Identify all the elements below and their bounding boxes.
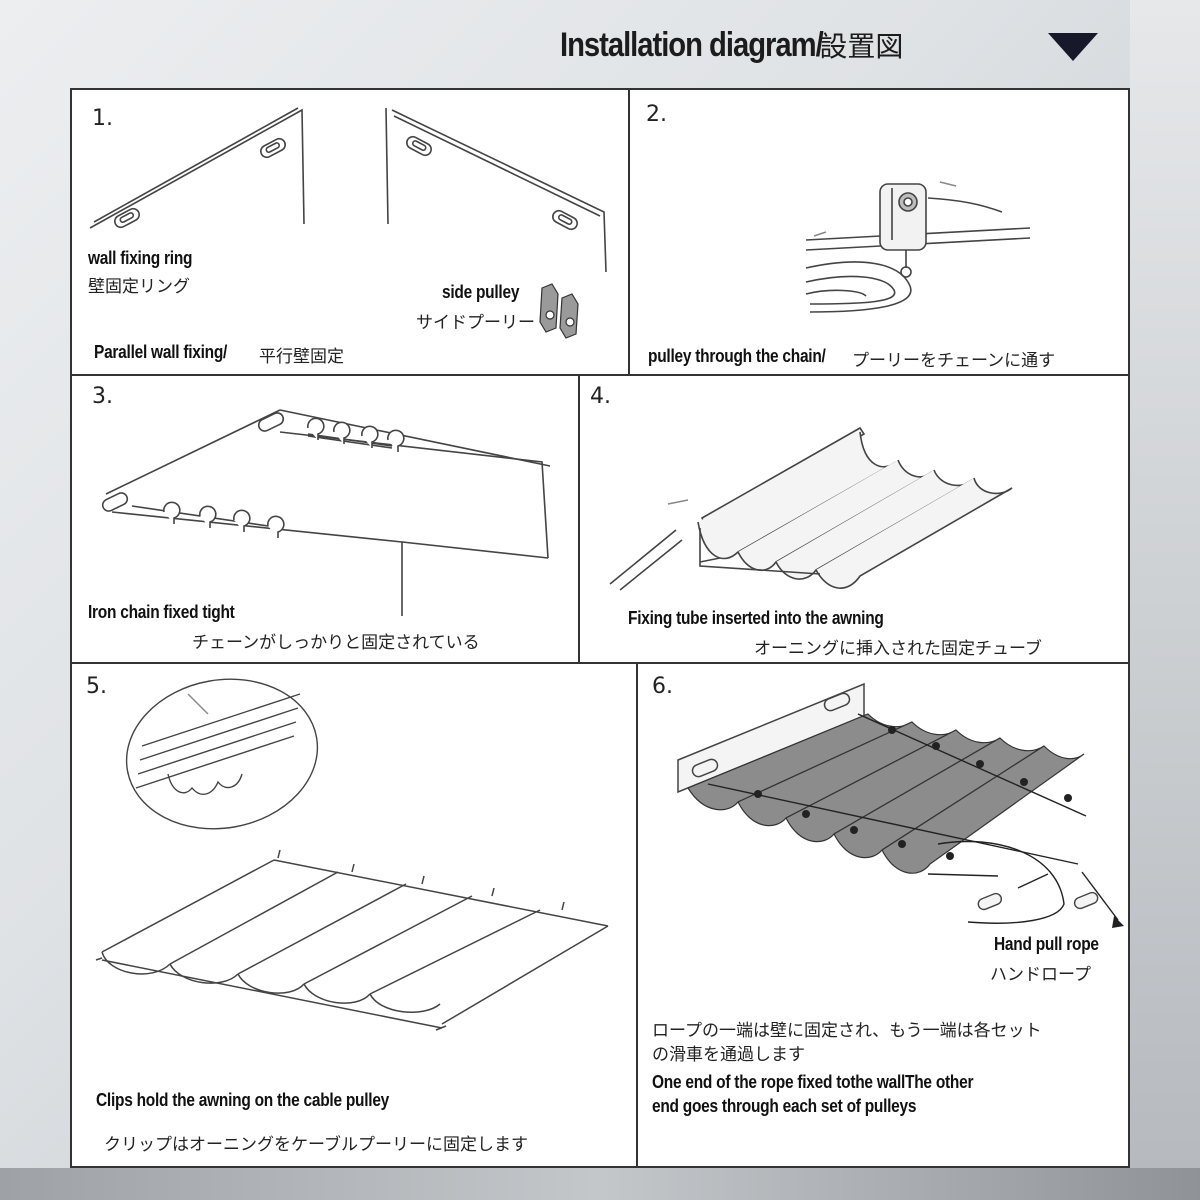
wall-fixing-ring-label: wall fixing ring [88, 248, 193, 268]
side-pulley-icon [539, 283, 579, 339]
step-3-caption: Iron chain fixed tight [88, 602, 235, 622]
wall-fixing-ring-label-ja: 壁固定リング [88, 277, 190, 297]
arrow-icon [1112, 916, 1124, 928]
hand-pull-rope-illustration [677, 682, 1124, 928]
clips-awning-illustration [95, 678, 609, 1031]
rope-note-ja-line-1: ロープの一端は壁に固定され、もう一端は各セット [652, 1021, 1042, 1041]
background-building [1130, 0, 1200, 1200]
step-number: 1. [92, 106, 113, 131]
chain-fixed-illustration [101, 409, 551, 616]
step-number: 5. [86, 674, 107, 699]
rope-note-ja-line-2: の滑車を通過します [652, 1045, 805, 1065]
page-title: Installation diagram/ 設置図 [560, 22, 1120, 68]
step-5-caption: Clips hold the awning on the cable pulle… [96, 1090, 390, 1110]
step-2-panel: 2. pulley through the chain/ プーリーをチェーンに通… [630, 90, 1128, 374]
fixing-tube-illustration [609, 426, 1013, 591]
step-2-caption-ja: プーリーをチェーンに通す [852, 351, 1056, 371]
step-5-panel: 5. [72, 664, 636, 1168]
divider [72, 374, 1128, 376]
hand-pull-rope-label: Hand pull rope [994, 934, 1099, 954]
side-pulley-label: side pulley [442, 282, 520, 302]
divider [628, 90, 630, 374]
step-3-panel: 3. [72, 376, 578, 662]
divider [578, 374, 580, 662]
step-4-caption: Fixing tube inserted into the awning [628, 608, 884, 628]
step-3-caption-ja: チェーンがしっかりと固定されている [192, 633, 480, 653]
background-floor [0, 1168, 1200, 1200]
step-1-caption: Parallel wall fixing/ [94, 342, 228, 362]
step-1-panel: 1. wa [72, 90, 628, 374]
step-5-caption-ja: クリップはオーニングをケーブルプーリーに固定します [104, 1135, 528, 1155]
pulley-chain-illustration [805, 181, 1031, 313]
step-1-caption-ja: 平行壁固定 [259, 347, 344, 367]
title-english: Installation diagram/ [560, 25, 824, 64]
side-pulley-label-ja: サイドプーリー [416, 313, 535, 333]
title-japanese: 設置図 [819, 30, 904, 63]
diagram-frame: 1. wa [70, 88, 1130, 1168]
down-triangle-icon [1048, 33, 1098, 61]
divider [636, 662, 638, 1168]
divider [72, 662, 1128, 664]
rope-note-en-line-2: end goes through each set of pulleys [652, 1096, 917, 1116]
step-number: 2. [646, 102, 667, 127]
step-number: 6. [652, 674, 673, 699]
rope-note-en-line-1: One end of the rope fixed tothe wallThe … [652, 1072, 974, 1092]
step-number: 4. [590, 384, 611, 409]
step-4-panel: 4. Fixing tube inserted into the awning … [580, 376, 1128, 662]
step-number: 3. [92, 384, 113, 409]
step-2-caption: pulley through the chain/ [648, 346, 826, 366]
wall-fixing-illustration [89, 107, 607, 339]
hand-pull-rope-label-ja: ハンドロープ [990, 965, 1091, 985]
step-6-panel: 6. [638, 664, 1128, 1168]
step-4-caption-ja: オーニングに挿入された固定チューブ [754, 639, 1042, 659]
